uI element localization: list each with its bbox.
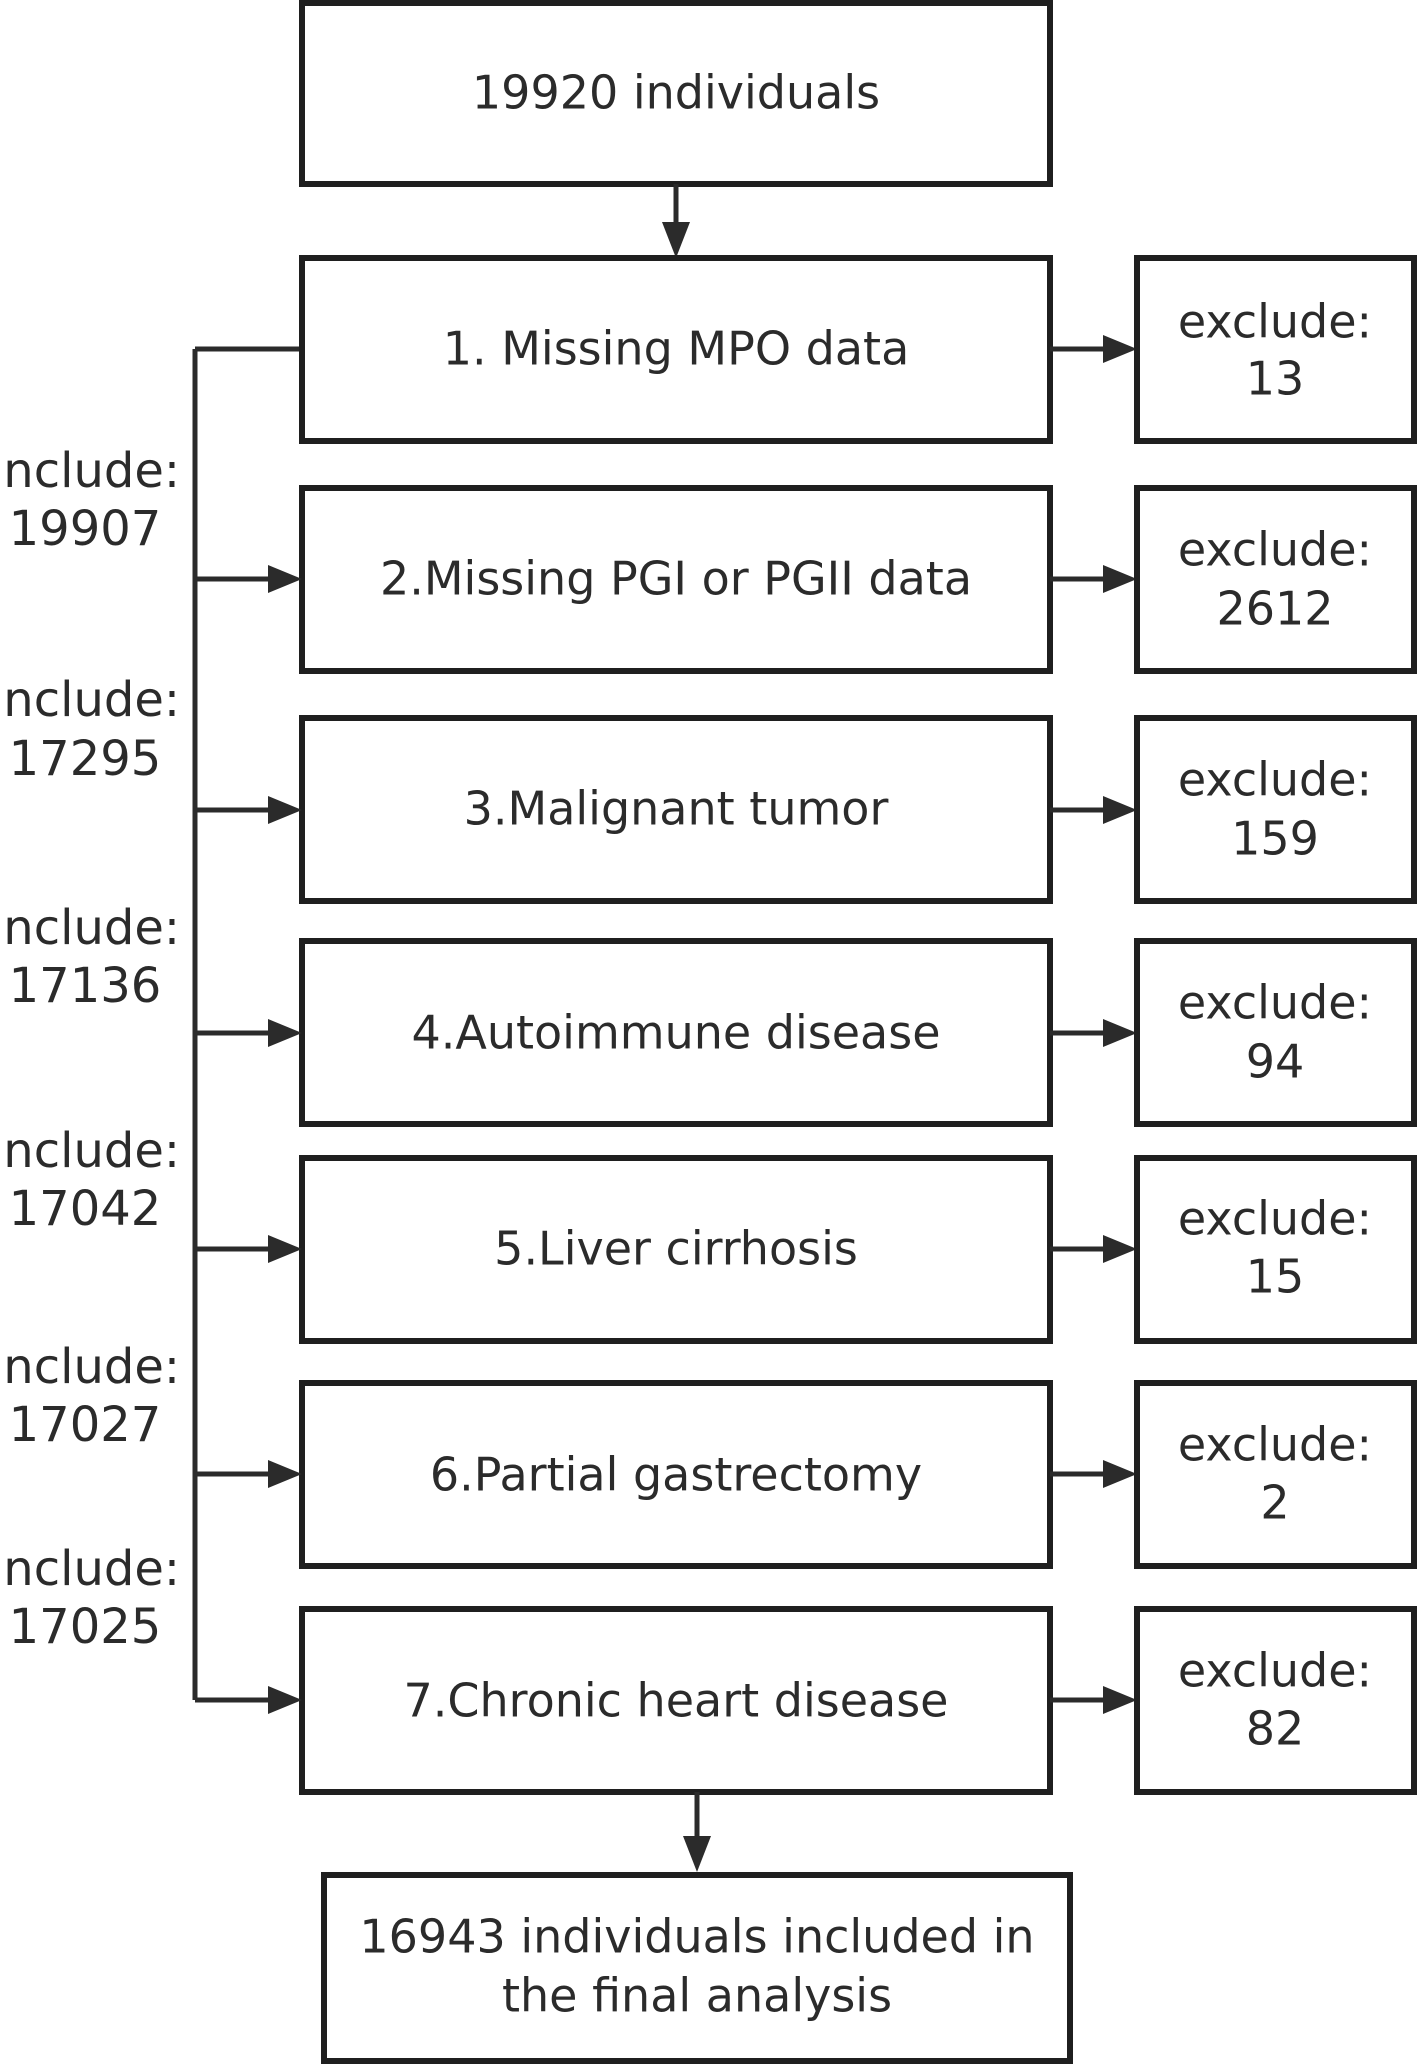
exclude-label: exclude: — [1178, 523, 1372, 577]
start-node: 19920 individuals — [299, 0, 1053, 187]
include-count: 17295 — [9, 731, 162, 787]
arrowhead-icon — [1103, 1019, 1137, 1047]
step-4: 4.Autoimmune disease exclude: 94 — [195, 938, 1417, 1127]
arrowhead-icon — [1103, 1460, 1137, 1488]
exclude-count: 2612 — [1216, 582, 1333, 636]
include-label: include: — [0, 900, 180, 956]
exclude-label: exclude: — [1178, 1418, 1372, 1472]
exclude-count: 15 — [1246, 1250, 1305, 1304]
include-label: include: — [0, 443, 180, 499]
final-label-line-1: 16943 individuals included in — [359, 1910, 1034, 1964]
arrowhead-icon — [1103, 335, 1137, 363]
exclude-label: exclude: — [1178, 295, 1372, 349]
exclude-count: 82 — [1246, 1702, 1305, 1756]
include-label: include: — [0, 672, 180, 728]
step-6: 6.Partial gastrectomy exclude: 2 — [195, 1380, 1417, 1569]
exclude-label: exclude: — [1178, 1644, 1372, 1698]
include-count: 17025 — [9, 1599, 162, 1655]
include-count: 17136 — [9, 958, 162, 1014]
step-1: 1. Missing MPO data exclude: 13 — [299, 255, 1417, 444]
include-label: include: — [0, 1339, 180, 1395]
include-label: include: — [0, 1541, 180, 1597]
step-label: 7.Chronic heart disease — [404, 1674, 949, 1728]
exclude-count: 159 — [1231, 812, 1319, 866]
include-count: 17027 — [9, 1397, 162, 1453]
step-5: 5.Liver cirrhosis exclude: 15 — [195, 1155, 1417, 1344]
start-label: 19920 individuals — [472, 66, 880, 120]
arrowhead-icon — [268, 1019, 302, 1047]
arrowhead-icon — [1103, 796, 1137, 824]
step-label: 6.Partial gastrectomy — [430, 1448, 922, 1502]
include-label: include: — [0, 1123, 180, 1179]
arrowhead-icon — [1103, 565, 1137, 593]
arrowhead-icon — [683, 1836, 711, 1872]
exclude-label: exclude: — [1178, 1192, 1372, 1246]
exclude-count: 2 — [1260, 1476, 1289, 1530]
final-label-line-2: the final analysis — [502, 1969, 892, 2023]
arrowhead-icon — [1103, 1235, 1137, 1263]
arrowhead-icon — [662, 222, 690, 258]
step-7: 7.Chronic heart disease exclude: 82 — [195, 1606, 1417, 1795]
include-labels: include: 19907 include: 17295 include: 1… — [0, 443, 180, 1655]
step-label: 1. Missing MPO data — [443, 322, 910, 376]
arrowhead-icon — [268, 565, 302, 593]
step-label: 3.Malignant tumor — [464, 782, 889, 836]
step-3: 3.Malignant tumor exclude: 159 — [195, 715, 1417, 904]
exclude-label: exclude: — [1178, 976, 1372, 1030]
arrowhead-icon — [268, 1460, 302, 1488]
arrowhead-icon — [1103, 1686, 1137, 1714]
final-node: 16943 individuals included in the final … — [321, 1872, 1073, 2064]
include-count: 17042 — [9, 1181, 162, 1237]
arrowhead-icon — [268, 796, 302, 824]
step-label: 2.Missing PGI or PGII data — [380, 552, 972, 606]
step-label: 5.Liver cirrhosis — [494, 1222, 858, 1276]
arrowhead-icon — [268, 1235, 302, 1263]
exclude-label: exclude: — [1178, 753, 1372, 807]
include-count: 19907 — [9, 501, 162, 557]
arrowhead-icon — [268, 1686, 302, 1714]
step-label: 4.Autoimmune disease — [411, 1006, 940, 1060]
step-2: 2.Missing PGI or PGII data exclude: 2612 — [195, 485, 1417, 674]
exclude-count: 94 — [1246, 1035, 1305, 1089]
exclude-count: 13 — [1246, 352, 1305, 406]
